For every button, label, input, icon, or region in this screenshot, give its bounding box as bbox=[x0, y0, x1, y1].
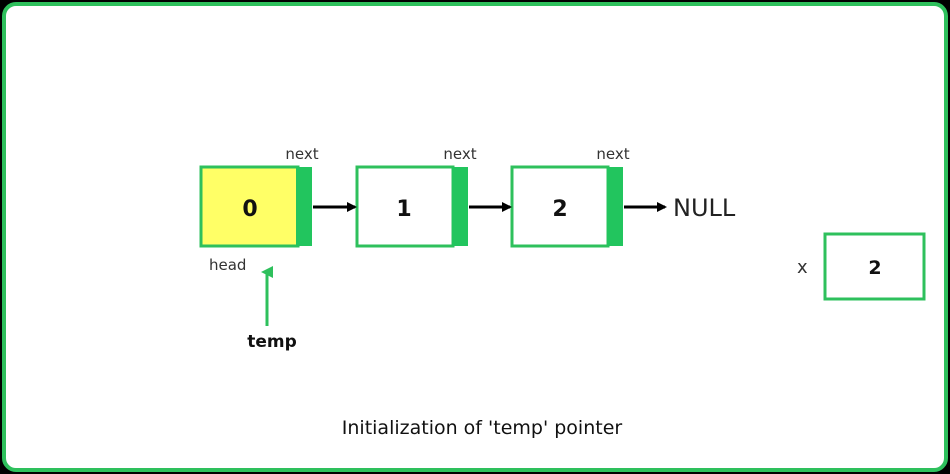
x-variable-value: 2 bbox=[868, 257, 881, 279]
head-label: head bbox=[209, 256, 246, 274]
node-0: 0 next bbox=[199, 145, 319, 248]
node-2: 2 next bbox=[510, 145, 630, 248]
node-0-next-label: next bbox=[285, 145, 318, 163]
node-2-value: 2 bbox=[552, 197, 567, 222]
node-0-value: 0 bbox=[242, 197, 257, 222]
node-1-next-label: next bbox=[443, 145, 476, 163]
diagram-caption: Initialization of 'temp' pointer bbox=[342, 417, 623, 439]
node-2-next-label: next bbox=[596, 145, 629, 163]
x-variable-box bbox=[823, 232, 926, 301]
node-2-next-pointer bbox=[607, 167, 623, 246]
null-label: NULL bbox=[673, 194, 736, 222]
node-2-data-box bbox=[510, 165, 610, 248]
node-0-next-pointer bbox=[296, 167, 312, 246]
node-0-data-box bbox=[199, 165, 300, 248]
node-1-value: 1 bbox=[396, 197, 411, 222]
node-1: 1 next bbox=[355, 145, 477, 248]
x-variable-name: x bbox=[797, 257, 808, 278]
node-1-next-pointer bbox=[452, 167, 468, 246]
temp-label: temp bbox=[247, 332, 297, 352]
